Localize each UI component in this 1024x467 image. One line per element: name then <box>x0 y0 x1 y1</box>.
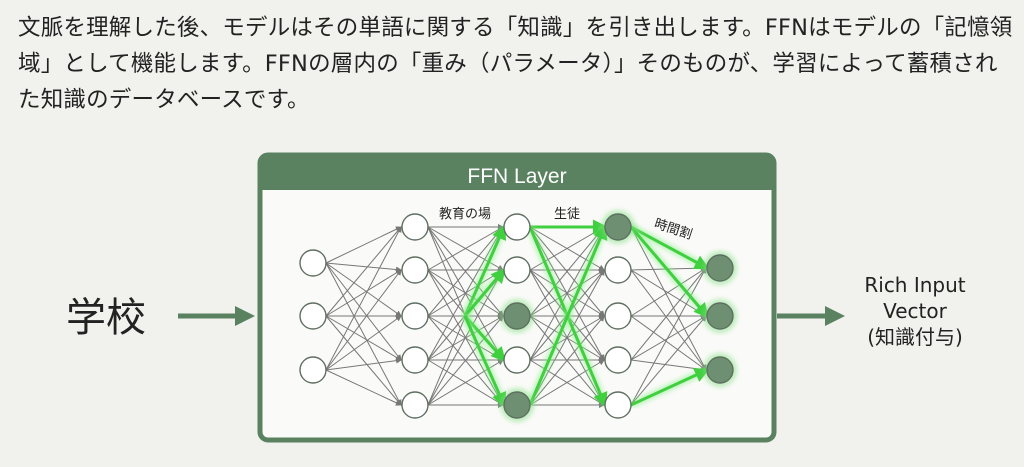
connection-edge <box>325 262 402 273</box>
ffn-header <box>262 157 772 190</box>
neuron-node <box>401 346 429 374</box>
output-line-2: Vector <box>883 299 947 323</box>
connection-edge <box>325 315 402 371</box>
connection-edge <box>630 269 707 317</box>
output-label: Rich Input Vector (知識付与) <box>850 272 980 350</box>
connection-edge <box>630 267 707 406</box>
connection-edge <box>427 226 504 317</box>
connection-edge <box>427 269 504 406</box>
connection-edge <box>325 226 402 264</box>
neuron-node <box>503 346 531 374</box>
label-student: 生徒 <box>554 207 580 222</box>
connection-edge <box>630 267 707 317</box>
neuron-node <box>503 213 531 241</box>
neuron-node <box>299 249 327 277</box>
neuron-node <box>299 302 327 330</box>
highlight-edge <box>629 226 709 319</box>
highlight-edge <box>630 225 710 270</box>
ffn-box <box>257 152 777 443</box>
neuron-node <box>401 256 429 284</box>
neuron-node <box>299 356 327 384</box>
active-neuron-node <box>706 254 734 282</box>
active-neuron-node <box>503 391 531 419</box>
connection-edge <box>325 357 402 371</box>
label-education: 教育の場 <box>439 206 491 222</box>
connection-edge <box>325 269 402 317</box>
neuron-node <box>503 256 531 284</box>
connection-edge <box>325 369 402 406</box>
connection-edge <box>325 315 402 406</box>
highlight-edge <box>463 267 506 317</box>
output-line-3: (知識付与) <box>867 325 963 349</box>
neuron-node <box>401 391 429 419</box>
connection-edge <box>630 315 707 361</box>
highlight-edge <box>463 224 507 317</box>
connection-edge <box>427 226 504 271</box>
neuron-node <box>401 213 429 241</box>
output-line-1: Rich Input <box>864 273 966 297</box>
neuron-node <box>604 256 632 284</box>
connection-edge <box>630 269 707 371</box>
caption-text: 文脈を理解した後、モデルはその単語に関する「知識」を引き出します。FFNはモデル… <box>18 15 1013 113</box>
neuron-node <box>604 346 632 374</box>
active-neuron-node <box>503 302 531 330</box>
neuron-node <box>604 391 632 419</box>
highlight-edge <box>463 315 507 408</box>
highlight-edge <box>528 224 608 406</box>
neuron-node <box>604 302 632 330</box>
connection-edge <box>630 226 707 371</box>
active-neuron-node <box>604 213 632 241</box>
ffn-title: FFN Layer <box>467 165 566 188</box>
connection-edge <box>427 315 504 406</box>
connection-edge <box>529 226 605 361</box>
connection-edge <box>529 226 605 317</box>
highlight-edge <box>630 368 710 407</box>
connection-edge <box>325 262 402 317</box>
connection-edge <box>630 315 707 406</box>
connection-edge <box>325 269 402 371</box>
connection-edge <box>630 315 707 371</box>
connection-edge <box>529 315 605 406</box>
connection-edge <box>325 262 402 361</box>
connection-edge <box>630 267 707 361</box>
active-neuron-node <box>706 302 734 330</box>
connection-edge <box>325 262 402 406</box>
input-word: 学校 <box>66 295 146 341</box>
connection-edge <box>325 226 402 317</box>
active-neuron-node <box>706 356 734 384</box>
connection-edge <box>325 226 402 371</box>
connection-edge <box>325 315 402 361</box>
neuron-node <box>401 302 429 330</box>
